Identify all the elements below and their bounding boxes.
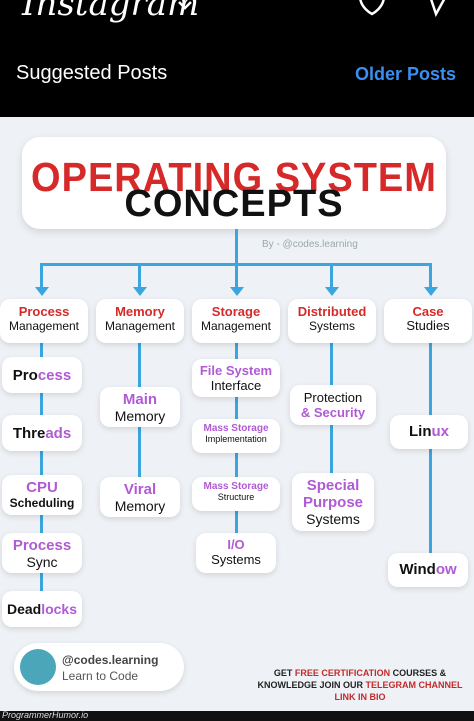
byline: By - @codes.learning <box>262 239 358 250</box>
arrow-icon <box>424 287 438 296</box>
node-file-system-interface: File System Interface <box>192 359 280 397</box>
node-cpu-scheduling: CPU Scheduling <box>2 475 82 515</box>
arrow-icon <box>133 287 147 296</box>
send-icon[interactable] <box>424 0 450 18</box>
arrow-icon <box>35 287 49 296</box>
heart-icon[interactable] <box>356 0 388 18</box>
column-line <box>429 341 432 561</box>
node-special-purpose-systems: Special Purpose Systems <box>292 473 374 531</box>
node-main-memory: Main Memory <box>100 387 180 427</box>
older-posts-link[interactable]: Older Posts <box>355 64 456 85</box>
column-header-process: Process Management <box>0 299 88 343</box>
author-tagline: Learn to Code <box>62 669 138 683</box>
connector-trunk <box>235 229 238 265</box>
node-io-systems: I/O Systems <box>196 533 276 573</box>
app-logo[interactable]: Instagram <box>22 0 199 24</box>
column-header-case: Case Studies <box>384 299 472 343</box>
chevron-down-icon[interactable] <box>176 0 194 14</box>
post-image[interactable]: OPERATING SYSTEM CONCEPTS By - @codes.le… <box>0 117 474 711</box>
post-title-line2: CONCEPTS <box>22 183 446 226</box>
top-bar: Instagram <box>0 0 474 44</box>
node-mass-storage-impl: Mass Storage Implementation <box>192 419 280 453</box>
node-mass-storage-structure: Mass Storage Structure <box>192 477 280 511</box>
section-title: Suggested Posts <box>16 62 167 85</box>
node-window: Window <box>388 553 468 587</box>
node-protection-security: Protection & Security <box>290 385 376 425</box>
author-handle: @codes.learning <box>62 653 158 667</box>
arrow-icon <box>230 287 244 296</box>
watermark: ProgrammerHumor.io <box>2 710 88 720</box>
node-process-sync: Process Sync <box>2 533 82 573</box>
node-viral-memory: Viral Memory <box>100 477 180 517</box>
watermark-bar: ProgrammerHumor.io <box>0 711 474 721</box>
node-threads: Threads <box>2 415 82 451</box>
column-header-storage: Storage Management <box>192 299 280 343</box>
node-deadlocks: Deadlocks <box>2 591 82 627</box>
node-process: Process <box>2 357 82 393</box>
column-header-memory: Memory Management <box>96 299 184 343</box>
certification-note: GET FREE CERTIFICATION COURSES & KNOWLED… <box>246 667 474 703</box>
arrow-icon <box>325 287 339 296</box>
avatar <box>20 649 56 685</box>
node-linux: Linux <box>390 415 468 449</box>
author-card: @codes.learning Learn to Code <box>14 643 184 691</box>
column-header-distributed: Distributed Systems <box>288 299 376 343</box>
